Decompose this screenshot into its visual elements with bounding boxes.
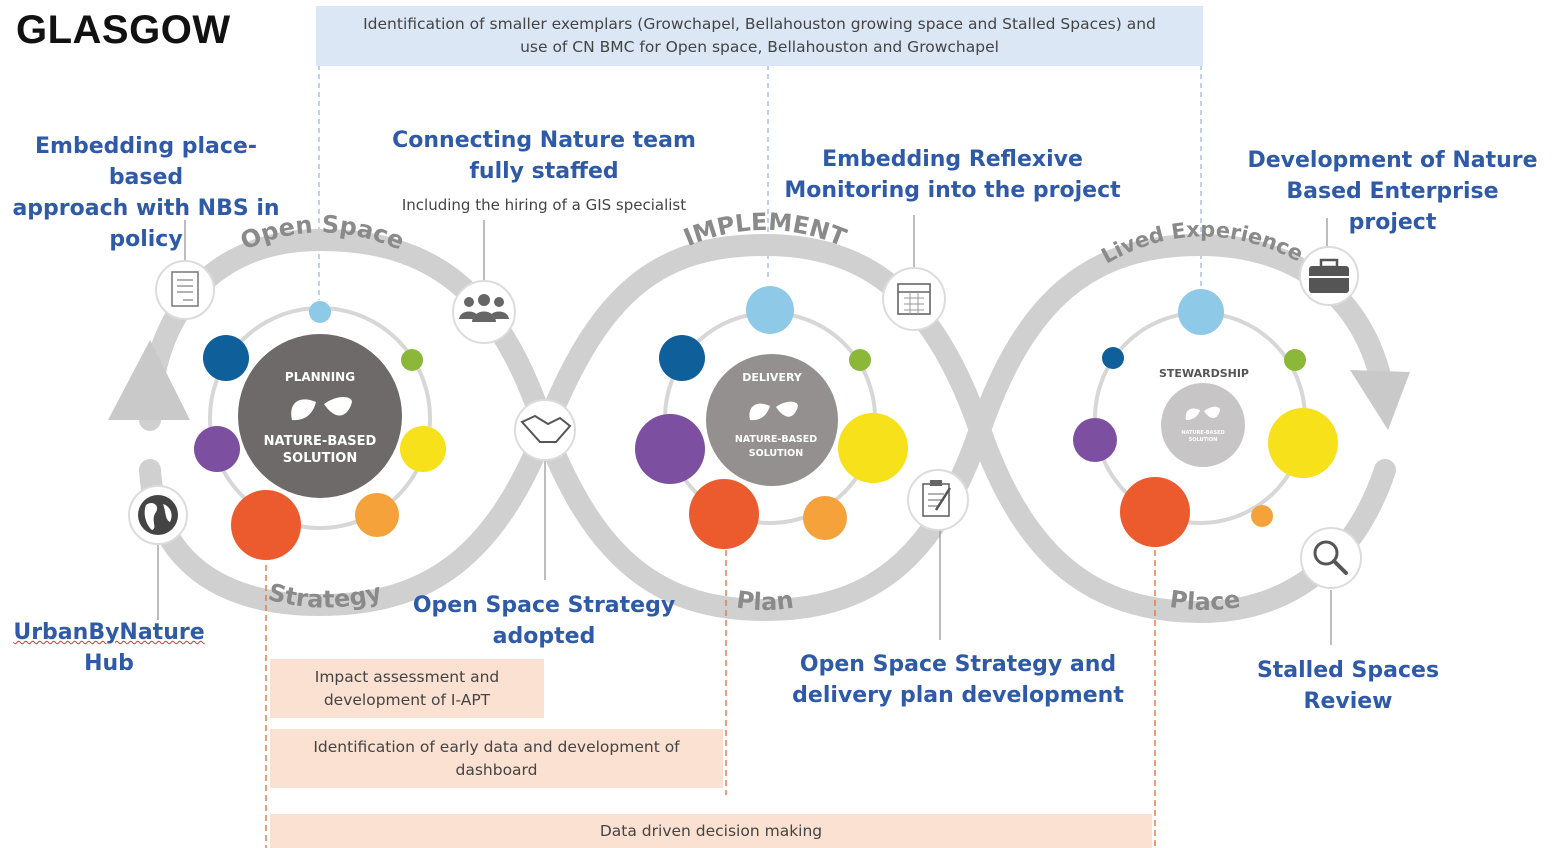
- page-title: GLASGOW: [16, 8, 231, 52]
- label-oss-adopted-line1: Open Space Strategy: [412, 593, 676, 618]
- label-embedding-policy-line3: policy: [109, 227, 183, 252]
- label-reflexive-monitoring: Embedding Reflexive Monitoring into the …: [770, 144, 1135, 206]
- delivery-cluster: [635, 286, 908, 549]
- dot-orange-large: [231, 490, 301, 560]
- dot-light-blue: [746, 286, 794, 334]
- loop-arrowheads: [108, 340, 1410, 430]
- early-data-line2: dashboard: [455, 760, 538, 779]
- dot-light-blue: [1178, 289, 1224, 335]
- label-oss-delivery-plan: Open Space Strategy and delivery plan de…: [790, 649, 1126, 711]
- stewardship-hub-line2: SOLUTION: [1189, 437, 1218, 443]
- globe-icon: [128, 485, 188, 545]
- dot-yellow: [838, 413, 908, 483]
- data-driven-box: Data driven decision making: [270, 814, 1152, 848]
- planning-hub: [238, 334, 402, 498]
- label-embedding-policy-line1: Embedding place-based: [35, 134, 257, 190]
- label-urbanbynature-hub: UrbanByNature Hub: [6, 617, 212, 679]
- dot-green: [401, 349, 423, 371]
- dot-green: [1284, 349, 1306, 371]
- stewardship-hub-title: STEWARDSHIP: [1159, 367, 1249, 380]
- label-cn-team-line2: fully staffed: [469, 159, 619, 184]
- label-urbanbynature-text: UrbanByNature: [13, 620, 205, 645]
- early-data-box: Identification of early data and develop…: [270, 729, 723, 788]
- label-oss-delivery-line2: delivery plan development: [792, 683, 1124, 708]
- label-stalled-spaces-review: Stalled Spaces Review: [1256, 658, 1440, 714]
- top-box-line2: use of CN BMC for Open space, Bellahoust…: [520, 38, 999, 56]
- label-oss-adopted-line2: adopted: [492, 624, 596, 649]
- impact-assessment-box: Impact assessment and development of I-A…: [270, 659, 544, 718]
- label-embedding-policy-line2: approach with NBS in: [12, 196, 280, 221]
- label-cn-team-line1: Connecting Nature team: [392, 128, 696, 153]
- clipboard-icon: [907, 469, 969, 531]
- label-reflexive-line2: Monitoring into the project: [784, 178, 1121, 203]
- planning-hub-line1: NATURE-BASED: [264, 434, 377, 449]
- label-urbanbynature-line2: Hub: [84, 651, 134, 676]
- planning-hub-line2: SOLUTION: [283, 451, 357, 466]
- loop-label-place: Place: [1168, 585, 1242, 616]
- dot-dark-blue: [1102, 347, 1124, 369]
- document-icon: [155, 260, 215, 320]
- dot-orange-large: [689, 479, 759, 549]
- briefcase-icon: [1299, 246, 1359, 306]
- dot-dark-blue: [659, 335, 705, 381]
- label-nbe-line1: Development of Nature: [1247, 148, 1538, 173]
- label-reflexive-line1: Embedding Reflexive: [822, 147, 1083, 172]
- dot-green: [849, 349, 871, 371]
- delivery-hub-line1: NATURE-BASED: [735, 434, 817, 445]
- delivery-hub-title: DELIVERY: [742, 371, 803, 384]
- team-icon: [452, 280, 516, 344]
- data-driven-text: Data driven decision making: [599, 821, 823, 840]
- grey-loop-band: [139, 228, 1396, 624]
- dot-purple: [1073, 418, 1117, 462]
- handshake-icon: [514, 399, 576, 461]
- label-oss-delivery-line1: Open Space Strategy and: [799, 652, 1117, 677]
- early-data-line1: Identification of early data and develop…: [313, 737, 680, 756]
- planning-hub-title: PLANNING: [285, 370, 355, 384]
- impact-box-line1: Impact assessment and: [314, 667, 500, 686]
- label-embedding-policy: Embedding place-based approach with NBS …: [0, 131, 292, 255]
- label-cn-team: Connecting Nature team fully staffed: [385, 125, 703, 187]
- orange-dashed-guides: [265, 550, 1156, 848]
- planning-cluster: [194, 301, 446, 560]
- label-nbe-line2: Based Enterprise project: [1286, 179, 1499, 235]
- dot-orange-light: [355, 493, 399, 537]
- label-gis-specialist: Including the hiring of a GIS specialist: [401, 196, 687, 214]
- loop-label-strategy: Strategy: [266, 578, 385, 614]
- top-exemplars-box: Identification of smaller exemplars (Gro…: [316, 6, 1203, 66]
- stewardship-hub-line1: NATURE-BASED: [1181, 430, 1224, 436]
- blue-dashed-guides: [318, 65, 1202, 300]
- dot-yellow: [400, 426, 446, 472]
- loop-label-plan: Plan: [735, 586, 795, 617]
- dot-orange-light: [803, 496, 847, 540]
- label-urbanbynature-line1: UrbanByNature: [6, 617, 212, 648]
- label-oss-adopted: Open Space Strategy adopted: [412, 590, 676, 652]
- dot-purple: [194, 426, 240, 472]
- dot-yellow: [1268, 408, 1338, 478]
- magnifier-icon: [1300, 527, 1362, 589]
- delivery-hub-line2: SOLUTION: [749, 448, 803, 459]
- stewardship-cluster: [1073, 289, 1338, 547]
- dot-light-blue: [309, 301, 331, 323]
- impact-box-line2: development of I-APT: [323, 690, 491, 709]
- stewardship-hub: [1161, 383, 1245, 467]
- dot-orange-light: [1251, 505, 1273, 527]
- top-box-line1: Identification of smaller exemplars (Gro…: [363, 15, 1156, 33]
- dot-orange-large: [1120, 477, 1190, 547]
- calendar-icon: [882, 267, 946, 331]
- dot-dark-blue: [203, 335, 249, 381]
- delivery-hub: [706, 354, 838, 486]
- label-nature-based-enterprise: Development of Nature Based Enterprise p…: [1240, 145, 1545, 238]
- leader-lines: [157, 215, 1332, 645]
- dot-purple: [635, 414, 705, 484]
